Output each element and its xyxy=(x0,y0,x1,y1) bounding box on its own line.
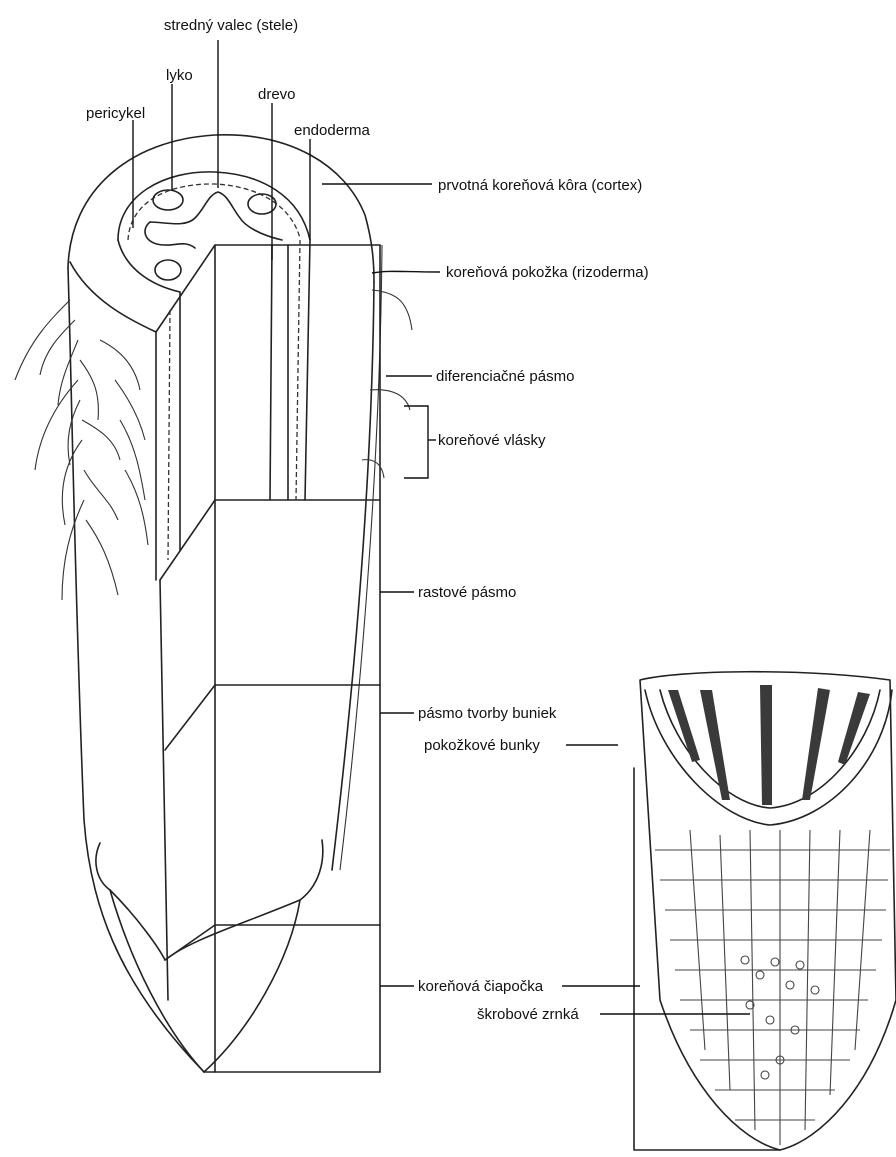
root-cross-section-drawing xyxy=(15,135,412,1072)
label-skrobove: škrobové zrnká xyxy=(477,1006,579,1023)
label-lyko: lyko xyxy=(166,67,193,84)
label-ciapocka: koreňová čiapočka xyxy=(418,978,544,995)
label-cortex: prvotná koreňová kôra (cortex) xyxy=(438,177,642,194)
label-tvorby: pásmo tvorby buniek xyxy=(418,705,557,722)
label-rizoderma: koreňová pokožka (rizoderma) xyxy=(446,264,649,281)
root-tip-micrograph-drawing xyxy=(634,672,896,1150)
label-vlasky: koreňové vlásky xyxy=(438,432,546,449)
label-stele: stredný valec (stele) xyxy=(164,17,298,34)
label-endoderma: endoderma xyxy=(294,122,371,139)
label-pokozkove: pokožkové bunky xyxy=(424,737,540,754)
label-drevo: drevo xyxy=(258,86,296,103)
label-pericykel: pericykel xyxy=(86,105,145,122)
label-diferenciacne: diferenciačné pásmo xyxy=(436,368,574,385)
label-rastove: rastové pásmo xyxy=(418,584,516,601)
